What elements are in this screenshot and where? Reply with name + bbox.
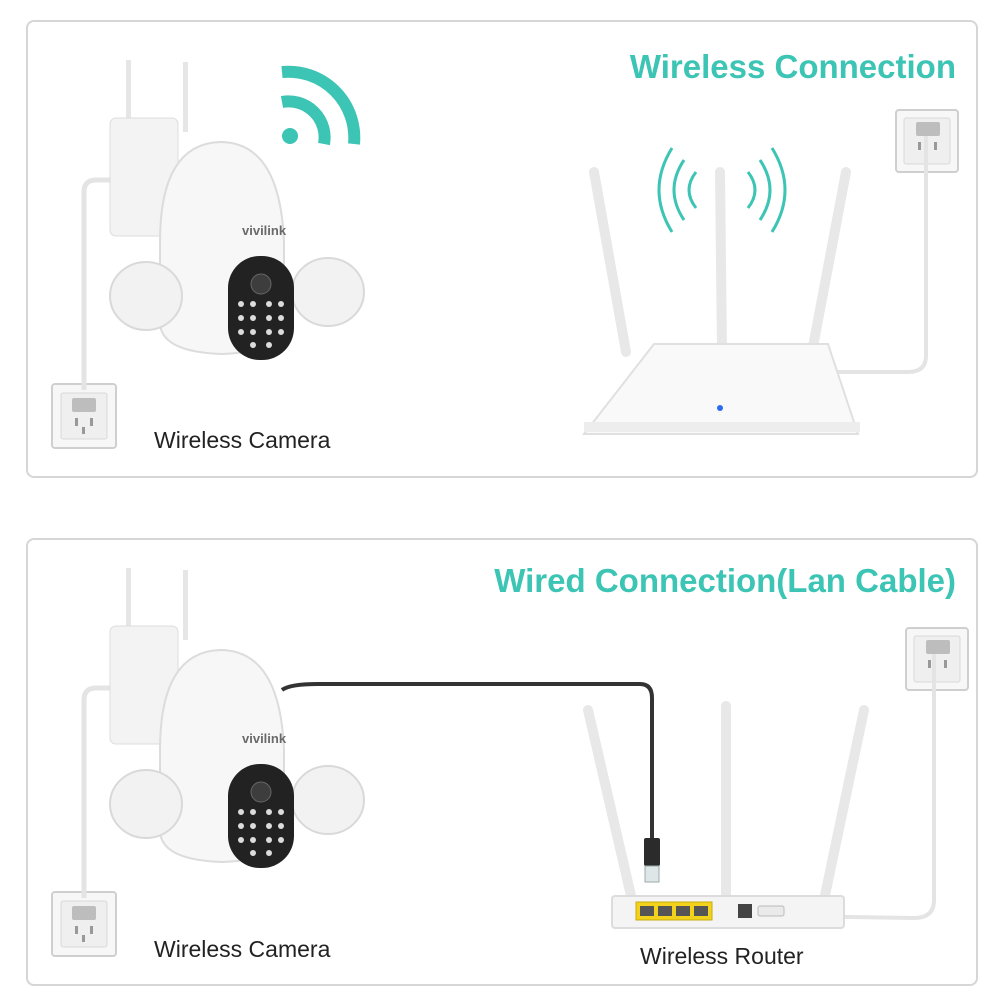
wireless-router-label: Wireless Router bbox=[640, 943, 804, 969]
wireless-router-icon bbox=[581, 167, 860, 435]
wired-diagram-art: vivilink bbox=[51, 568, 969, 957]
router-signal-icon bbox=[657, 147, 787, 233]
security-camera-icon: vivilink bbox=[109, 568, 365, 868]
wireless-diagram-art: vivilink bbox=[51, 60, 959, 449]
wired-connection-panel: Wired Connection(Lan Cable) bbox=[26, 538, 978, 986]
wall-socket-icon bbox=[51, 383, 117, 449]
wireless-connection-title: Wireless Connection bbox=[629, 48, 956, 85]
lan-connector-icon bbox=[644, 838, 660, 883]
wall-socket-icon bbox=[51, 891, 117, 957]
wired-connection-title: Wired Connection(Lan Cable) bbox=[494, 562, 956, 599]
wireless-router-icon bbox=[583, 701, 869, 929]
wall-socket-icon bbox=[905, 627, 969, 691]
security-camera-icon: vivilink bbox=[109, 60, 365, 360]
camera-brand-text: vivilink bbox=[242, 223, 287, 238]
camera-brand-text: vivilink bbox=[242, 731, 287, 746]
wireless-connection-panel: Wireless Connection bbox=[26, 20, 978, 478]
wifi-signal-icon bbox=[280, 65, 361, 146]
wired-camera-label: Wireless Camera bbox=[154, 936, 331, 962]
lan-cable bbox=[280, 682, 654, 840]
wireless-camera-label: Wireless Camera bbox=[154, 427, 331, 453]
